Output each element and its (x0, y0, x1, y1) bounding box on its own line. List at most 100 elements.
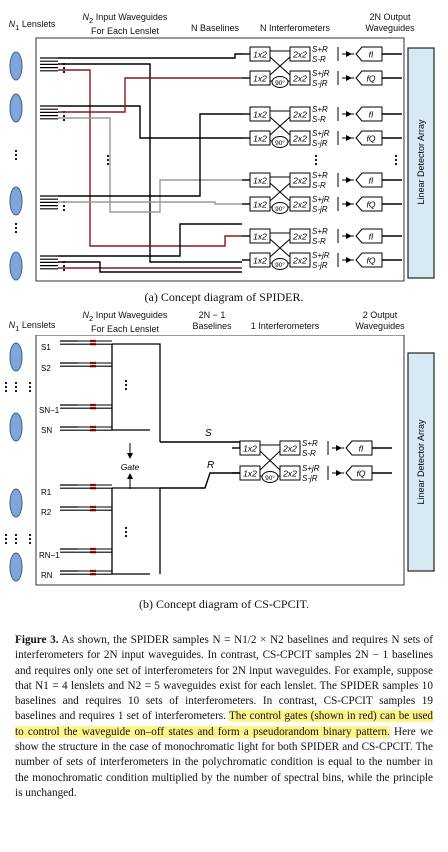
arrow-icon (346, 135, 352, 141)
cross-link (269, 116, 291, 136)
filter-fi-label: fI (369, 110, 374, 120)
ellipsis-dots (394, 158, 398, 162)
ellipsis-dots (62, 118, 66, 122)
baseline-wire (58, 63, 242, 263)
coupler-1x2-label: 1x2 (253, 200, 267, 210)
filter-fq-label: fQ (357, 469, 366, 479)
ellipsis-dots (62, 70, 66, 74)
label-rn-1: RN−1 (39, 551, 60, 560)
coupler-2x2-label: 2x2 (292, 176, 307, 186)
coupler-2x2 (289, 70, 311, 86)
label-sn: SN (41, 426, 52, 435)
arrow-down-icon (127, 453, 133, 459)
interferometers-header-b: 1 Interferometers (250, 321, 320, 331)
ellipsis-dots (4, 541, 8, 545)
output-label: S-jR (312, 205, 328, 214)
output-label: S-R (312, 55, 326, 64)
output-label: S-R (312, 181, 326, 190)
linear-detector-array-a (407, 47, 435, 279)
ellipsis-dots (14, 537, 18, 541)
detector-label-a: Linear Detector Array (416, 119, 426, 205)
phase-label: 90° (275, 205, 285, 213)
coupler-1x2-label: 1x2 (253, 110, 267, 120)
output-label: S+jR (312, 195, 330, 204)
input-waveguides-header: N2 Input Waveguides For Each Lenslet (82, 12, 168, 36)
baseline-wire-red (58, 77, 242, 113)
filter-fi-label: fI (359, 444, 364, 454)
detector-label-b: Linear Detector Array (416, 419, 426, 505)
coupler-2x2 (279, 465, 301, 481)
arrow-icon (346, 51, 352, 57)
label-r2: R2 (41, 508, 52, 517)
coupler-2x2-label: 2x2 (292, 200, 307, 210)
coupler-2x2-label: 2x2 (292, 74, 307, 84)
ellipsis-dots (14, 541, 18, 545)
filter-fq-label: fQ (367, 134, 376, 144)
label-sn-1: SN−1 (39, 406, 60, 415)
coupler-2x2-label: 2x2 (282, 469, 297, 479)
output-label: S-R (312, 115, 326, 124)
r-line (160, 472, 240, 489)
coupler-1x2-label: 1x2 (243, 444, 257, 454)
lenslet-icon (9, 251, 23, 281)
ellipsis-dots (314, 154, 318, 158)
output-label: S-jR (312, 79, 328, 88)
cross-link (269, 56, 291, 76)
coupler-2x2 (289, 46, 311, 62)
ellipsis-dots (124, 383, 128, 387)
ellipsis-dots (62, 264, 66, 268)
spider-diagram: Linear Detector Array 1x2 2x2 1x2 2x2 90° S+R… (9, 37, 435, 282)
arrow-icon (346, 201, 352, 207)
coupler-1x2-label: 1x2 (253, 134, 267, 144)
ellipsis-dots (28, 533, 32, 537)
coupler-1x2-label: 1x2 (253, 176, 267, 186)
coupler-1x2-label: 1x2 (253, 50, 267, 60)
ellipsis-dots (106, 158, 110, 162)
ellipsis-dots (124, 534, 128, 538)
caption-b: (b) Concept diagram of CS-CPCIT. (138, 597, 310, 611)
baseline-wire (58, 53, 242, 59)
ellipsis-dots (14, 389, 18, 393)
coupler-2x2 (279, 440, 301, 456)
label-s1: S1 (41, 343, 51, 352)
lenslet-icon (9, 412, 23, 442)
ellipsis-dots (62, 208, 66, 212)
filter-fq-label: fQ (367, 74, 376, 84)
lenslets-header: N1 Lenslets (8, 19, 56, 32)
ellipsis-dots (124, 526, 128, 530)
description-part-1: As shown, the SPIDER samples N = N1/2 × … (15, 634, 433, 723)
ellipsis-dots (28, 537, 32, 541)
ellipsis-dots (124, 387, 128, 391)
ellipsis-dots (28, 385, 32, 389)
phase-shifter-90 (271, 258, 289, 270)
coupler-1x2-label: 1x2 (253, 256, 267, 266)
output-label: S+jR (312, 251, 330, 260)
arrow-icon (346, 177, 352, 183)
lenslet-icon (9, 186, 23, 216)
ellipsis-dots (314, 158, 318, 162)
ellipsis-dots (62, 204, 66, 208)
lenslet-icon (9, 342, 23, 372)
spider-frame (35, 37, 405, 282)
arrow-icon (346, 233, 352, 239)
output-label: S-R (302, 449, 316, 458)
lenslet-icon (9, 93, 23, 123)
cs-cpcit-diagram: Linear Detector Array S1S2SN−1SNR1R2RN−1… (4, 335, 435, 586)
ellipsis-dots (14, 230, 18, 234)
ellipsis-dots (4, 533, 8, 537)
filter-fq-label: fQ (367, 200, 376, 210)
baseline-wire-gray (58, 117, 242, 213)
ellipsis-dots (14, 222, 18, 226)
coupler-2x2-label: 2x2 (282, 444, 297, 454)
ellipsis-dots (4, 381, 8, 385)
output-label: S+R (312, 105, 328, 114)
lenslet-icon (9, 51, 23, 81)
coupler-1x2-label: 1x2 (253, 74, 267, 84)
coupler-2x2-label: 2x2 (292, 134, 307, 144)
caption-a: (a) Concept diagram of SPIDER. (144, 290, 304, 304)
ellipsis-dots (106, 162, 110, 166)
coupler-2x2-label: 2x2 (292, 50, 307, 60)
baseline-wire (58, 113, 242, 197)
arrow-icon (346, 111, 352, 117)
